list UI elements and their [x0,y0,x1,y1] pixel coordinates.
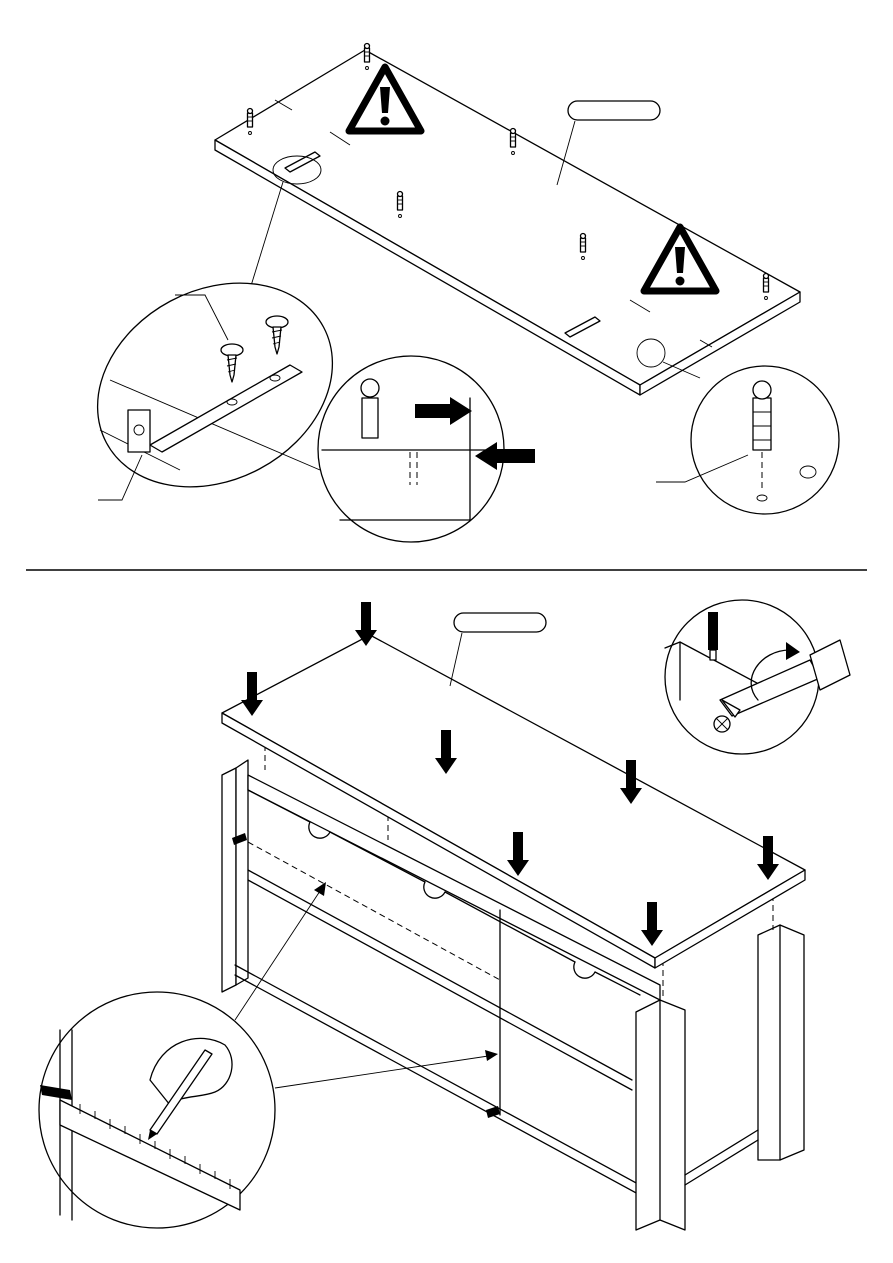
mark-ticks [232,833,500,1118]
dowel-insert-detail [691,366,839,514]
press-flush-detail [318,356,535,542]
measure-mark-detail [39,992,275,1228]
part-label-callout [450,613,546,686]
screw-bracket-detail [62,243,368,526]
screwdriver-tighten-detail [665,600,850,754]
